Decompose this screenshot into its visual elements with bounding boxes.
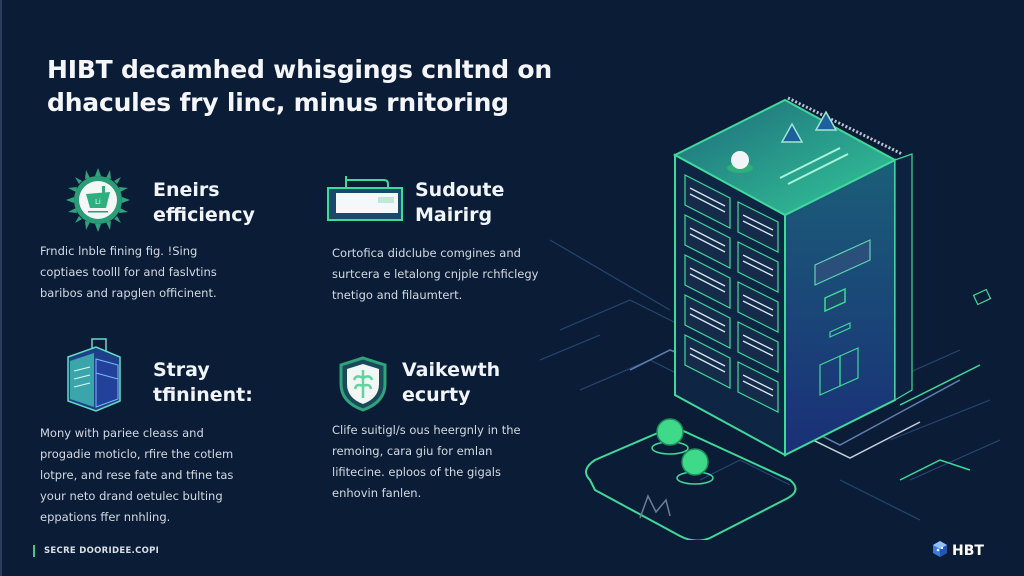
feature-heading: Stray tfininent: (153, 358, 253, 408)
feature-heading: Vaikewth ecurty (402, 358, 500, 408)
feature-description: Cortofica didclube comgines and surtcera… (332, 243, 582, 306)
feature-heading: Eneirs efficiency (153, 178, 255, 228)
description-line: enhovin fanlen. (332, 486, 422, 500)
brand-name: HBT (952, 543, 984, 559)
description-line: progadie moticlo, rfire the cotlem (40, 447, 234, 461)
security-shield-icon (338, 356, 388, 412)
feature-description: Mony with pariee cleass and progadie mot… (40, 423, 310, 528)
footer-source: SECRE DOORIDEE.COPI (33, 545, 159, 557)
description-line: baribos and rapglen officinent. (40, 286, 217, 300)
feature-heading-line: Mairirg (415, 204, 493, 226)
feature-heading-line: tfininent: (153, 384, 253, 406)
brand-logo: HBT (932, 541, 984, 561)
footer-accent-bar (33, 545, 35, 557)
page-title-line-1: HIBT decamhed whisgings cnltnd on (47, 55, 552, 84)
description-line: coptiaes toolll for and faslvtins (40, 265, 217, 279)
hbt-cube-logo-icon (932, 541, 948, 561)
description-line: lotpre, and rese fate and tfine tas (40, 468, 234, 482)
page-title: HIBT decamhed whisgings cnltnd on dhacul… (47, 53, 607, 119)
description-line: remoing, cara giu for emlan (332, 444, 493, 458)
feature-heading-line: Stray (153, 359, 210, 381)
description-line: lifitecine. eploos of the gigals (332, 465, 501, 479)
description-line: Mony with pariee cleass and (40, 426, 204, 440)
storage-cube-icon (66, 337, 142, 413)
feature-heading: Sudoute Mairirg (415, 178, 504, 228)
feature-heading-line: efficiency (153, 204, 255, 226)
description-line: tnetigo and filaumtert. (332, 288, 463, 302)
feature-description: Clife suitigl/s ous heergnly in the remo… (332, 420, 582, 504)
svg-text:Li: Li (95, 198, 101, 206)
feature-description: Frndic lnble fining fig. !Sing coptiaes … (40, 241, 310, 304)
feature-heading-line: Sudoute (415, 179, 505, 201)
server-tower-illustration (539, 60, 1024, 542)
page-title-line-2: dhacules fry linc, minus rnitoring (47, 88, 509, 117)
feature-heading-line: ecurty (402, 384, 471, 406)
description-line: Cortofica didclube comgines and (332, 246, 521, 260)
description-line: Frndic lnble fining fig. !Sing (40, 244, 198, 258)
left-edge-line (0, 0, 2, 576)
description-line: surtcera e letalong cnjple rchficlegy (332, 267, 539, 281)
description-line: eppations ffer nnhling. (40, 510, 171, 524)
description-line: Clife suitigl/s ous heergnly in the (332, 423, 521, 437)
efficiency-badge-icon: Li (66, 168, 130, 232)
floor-pad (585, 428, 797, 542)
monitor-display-icon (326, 172, 406, 224)
description-line: your neto drand oetulec bulting (40, 489, 223, 503)
footer-source-text: SECRE DOORIDEE.COPI (44, 546, 160, 556)
feature-heading-line: Vaikewth (402, 359, 501, 381)
feature-heading-line: Eneirs (153, 179, 220, 201)
